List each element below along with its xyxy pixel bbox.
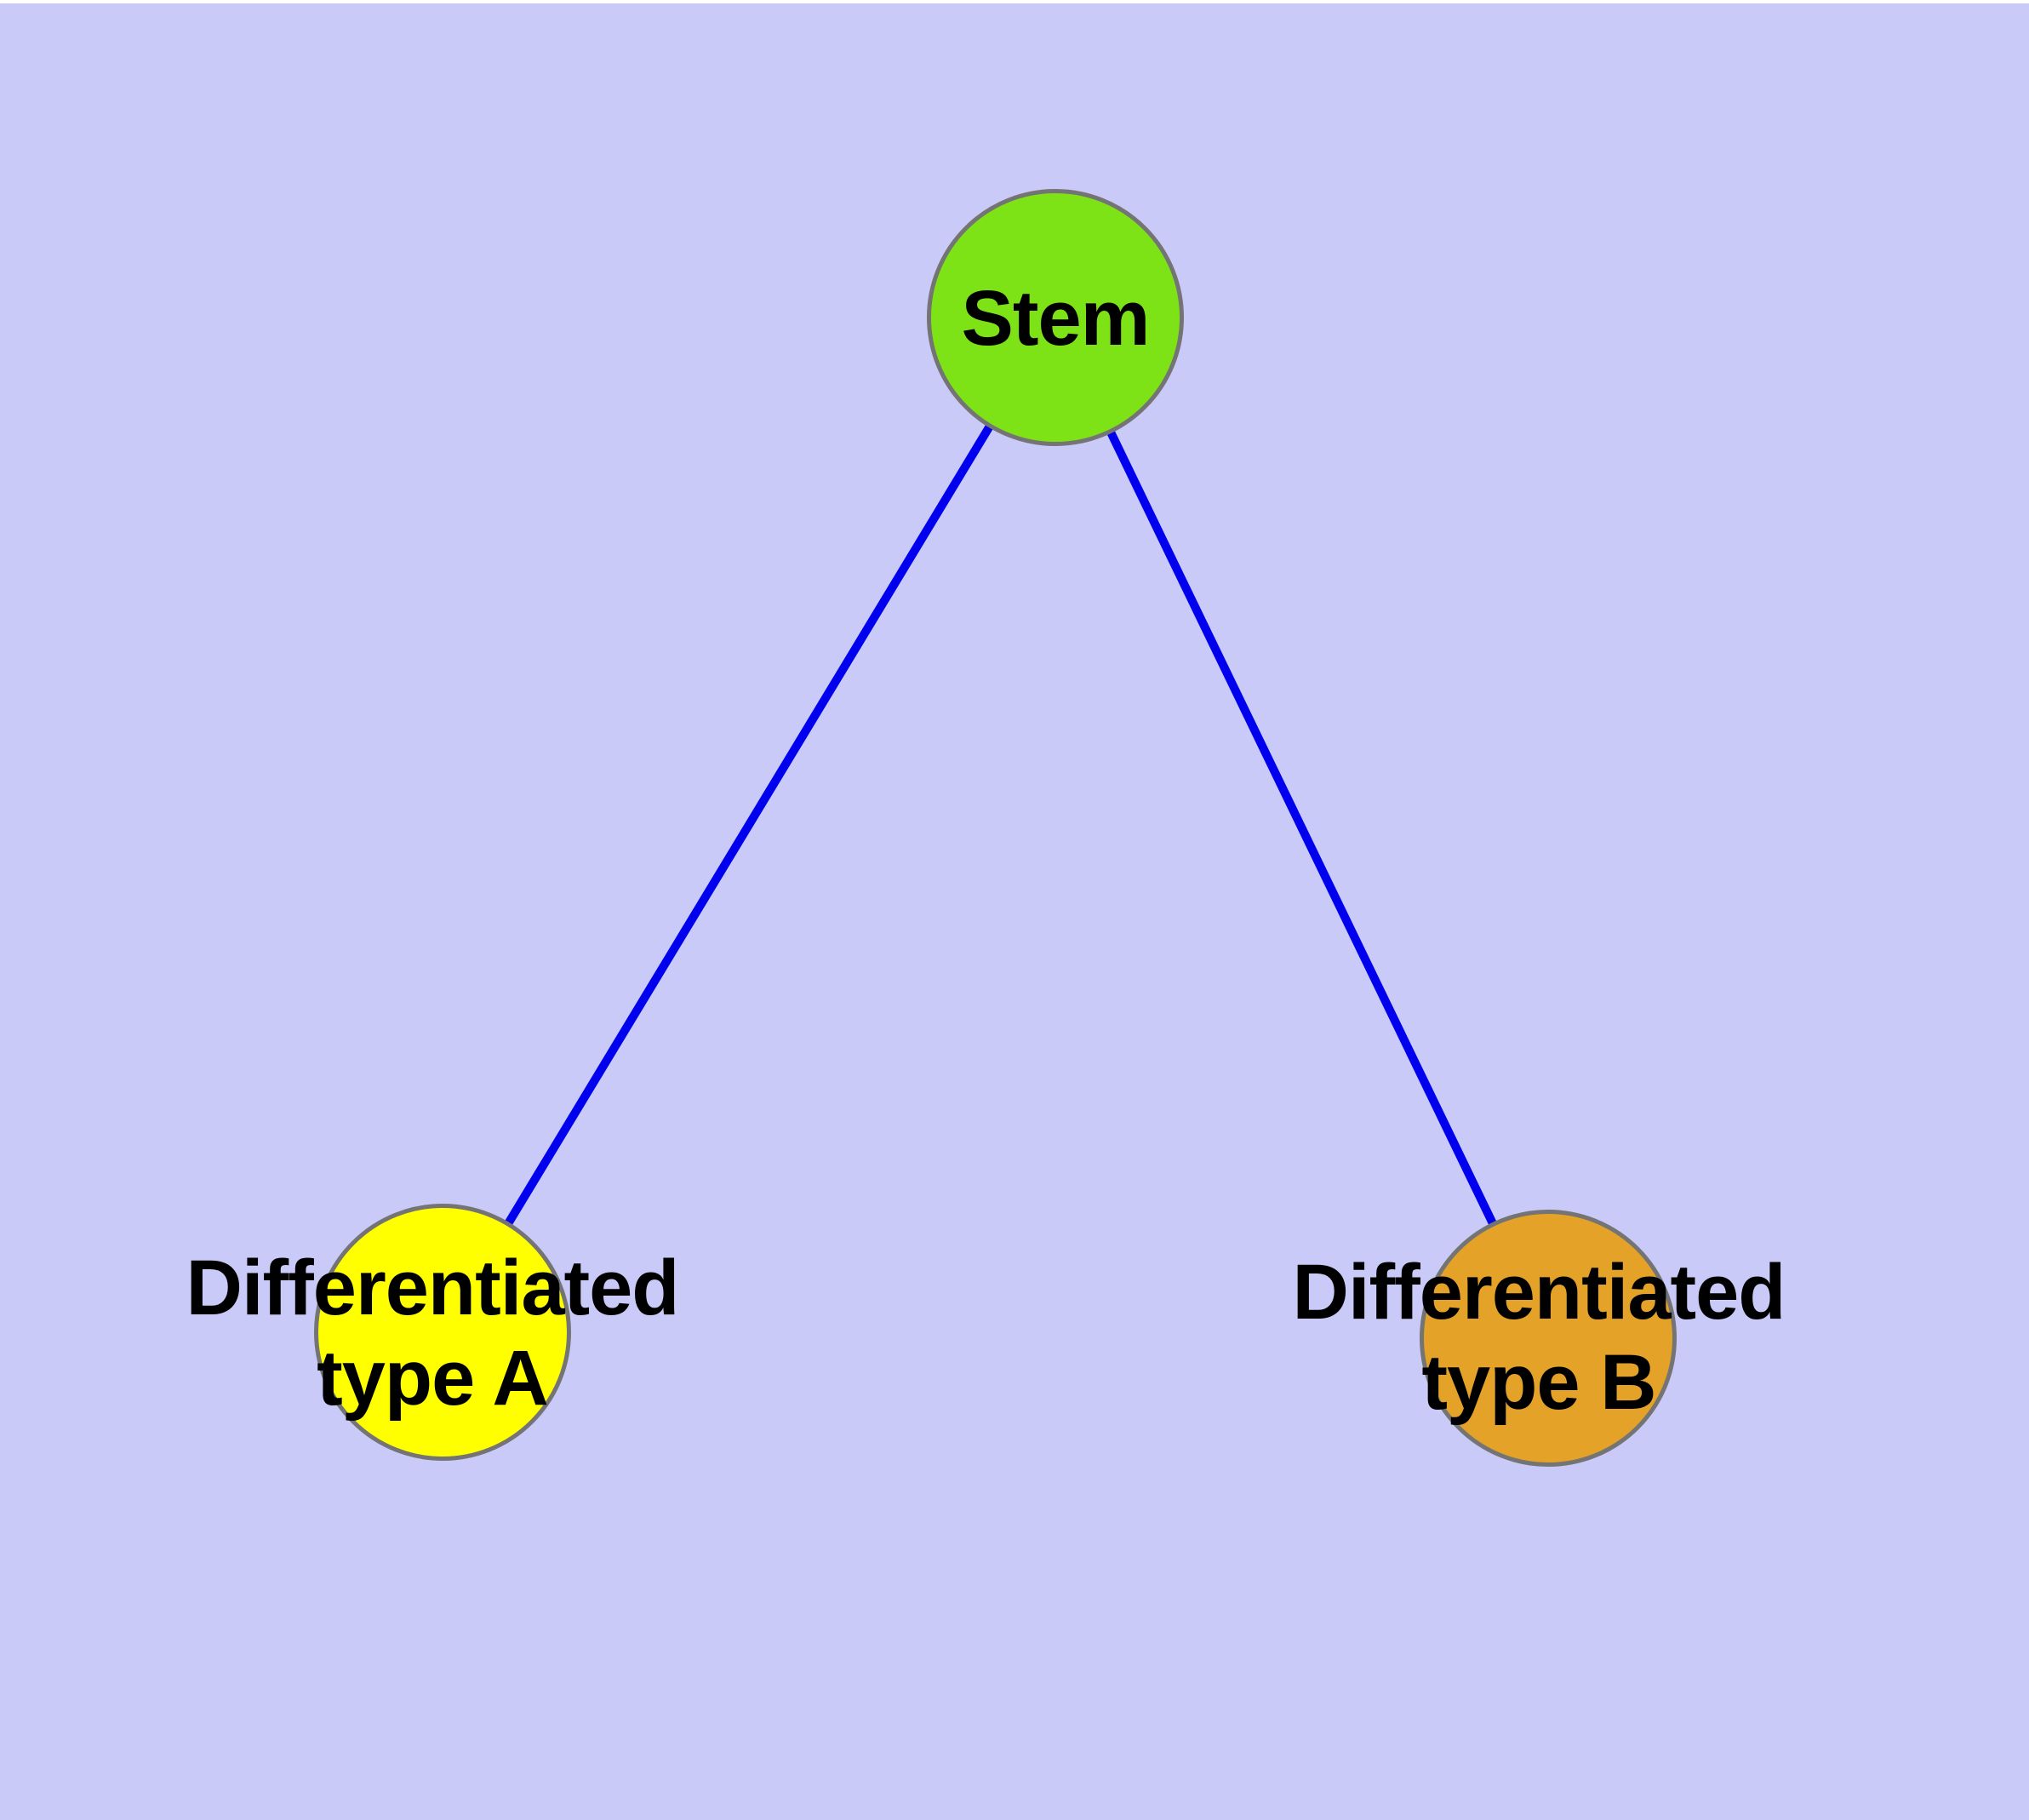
top-border-strip <box>0 0 2029 3</box>
edge-stem-to-typeA <box>438 315 1060 1335</box>
node-a-label-line1: Differentiated <box>186 1245 680 1331</box>
node-differentiated-type-b-label: Differentiated type B <box>1293 1247 1786 1428</box>
node-b-label-line2: type B <box>1421 1339 1656 1426</box>
node-differentiated-type-a-label: Differentiated type A <box>186 1243 680 1423</box>
node-stem-label: Stem <box>961 273 1151 363</box>
edge-stem-to-typeB <box>1051 315 1552 1341</box>
node-stem[interactable] <box>927 189 1184 446</box>
node-stem-label-line1: Stem <box>961 275 1151 362</box>
node-b-label-line1: Differentiated <box>1292 1249 1786 1336</box>
node-differentiated-type-b[interactable] <box>1420 1210 1677 1467</box>
node-differentiated-type-a[interactable] <box>314 1204 571 1461</box>
node-a-label-line2: type A <box>317 1335 549 1422</box>
